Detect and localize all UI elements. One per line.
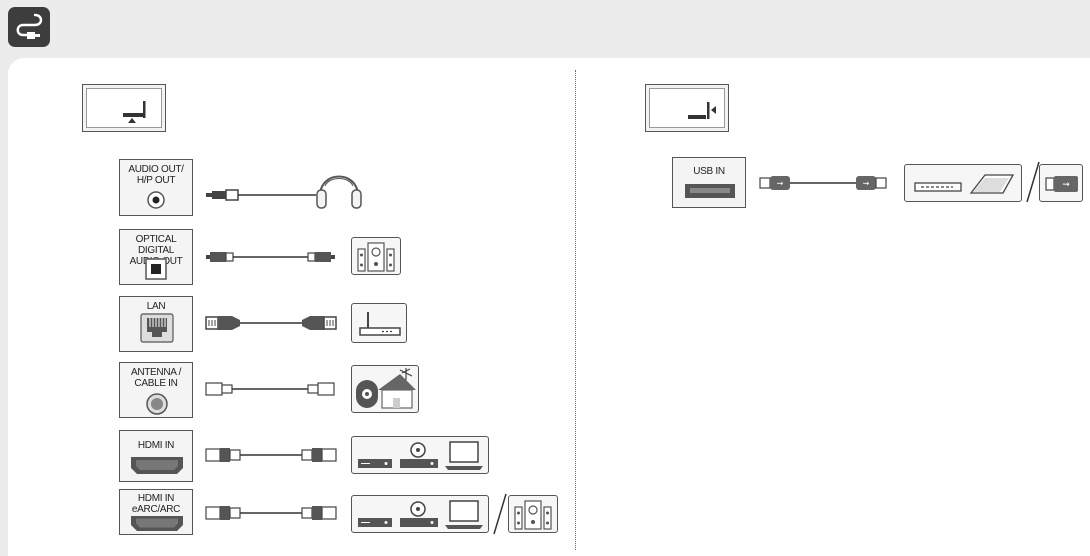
port-label: ANTENNA / CABLE IN: [130, 367, 182, 389]
tv-rear-side-ports-icon: [645, 84, 729, 132]
disc-player-icon: [400, 501, 438, 527]
svg-text:⇝: ⇝: [777, 179, 784, 188]
hdmi-devices-group: [351, 436, 489, 474]
port-antenna: ANTENNA / CABLE IN: [119, 362, 193, 418]
optical-cable-icon: [206, 252, 335, 262]
tv-rear-bottom-ports-icon: [82, 84, 166, 132]
port-audio-out: AUDIO OUT/ H/P OUT: [119, 159, 193, 216]
section-divider: [575, 70, 576, 550]
or-slash-icon: [493, 493, 507, 535]
or-slash-icon: [1026, 161, 1040, 203]
svg-text:⇝: ⇝: [1062, 180, 1070, 190]
hard-drive-icon: [969, 174, 1015, 194]
port-hdmi: HDMI IN: [119, 430, 193, 482]
lan-cable-icon: [205, 316, 337, 330]
coax-cable-icon: [205, 382, 335, 396]
speaker-icon: [508, 495, 558, 533]
speaker-icon: [351, 237, 401, 275]
port-label: HDMI IN eARC/ARC: [131, 493, 181, 515]
port-label: USB IN: [693, 166, 725, 177]
port-label: AUDIO OUT/ H/P OUT: [128, 164, 184, 186]
port-hdmi-earc: HDMI IN eARC/ARC: [119, 489, 193, 535]
port-label: LAN: [146, 301, 166, 312]
usb-stick-icon: ⇝: [1039, 164, 1083, 202]
antenna-wall-icon: [351, 365, 419, 413]
svg-text:⇝: ⇝: [863, 179, 870, 188]
disc-player-icon: [400, 442, 438, 468]
usb-hub-icon: [914, 182, 962, 192]
port-usb: USB IN: [672, 157, 746, 208]
laptop-icon: [445, 441, 483, 470]
earc-devices-group: [351, 495, 489, 533]
port-label: HDMI IN: [137, 440, 175, 451]
headphones-icon: [316, 175, 362, 209]
hdmi-cable-icon: [205, 448, 337, 462]
hdmi-earc-cable-icon: [205, 506, 337, 520]
audio-cable-icon: [206, 189, 316, 201]
laptop-icon: [445, 500, 483, 529]
port-lan: LAN: [119, 296, 193, 352]
usb-cable-icon: ⇝ ⇝: [759, 176, 887, 190]
set-top-box-icon: [358, 518, 392, 527]
usb-storage-devices-group: [904, 164, 1022, 202]
header-bar: [0, 0, 1090, 58]
router-icon: [351, 303, 407, 343]
port-optical: OPTICAL DIGITAL AUDIO OUT: [119, 229, 193, 285]
cable-icon: [8, 7, 50, 47]
set-top-box-icon: [358, 459, 392, 468]
port-label: OPTICAL DIGITAL AUDIO OUT: [129, 234, 183, 267]
